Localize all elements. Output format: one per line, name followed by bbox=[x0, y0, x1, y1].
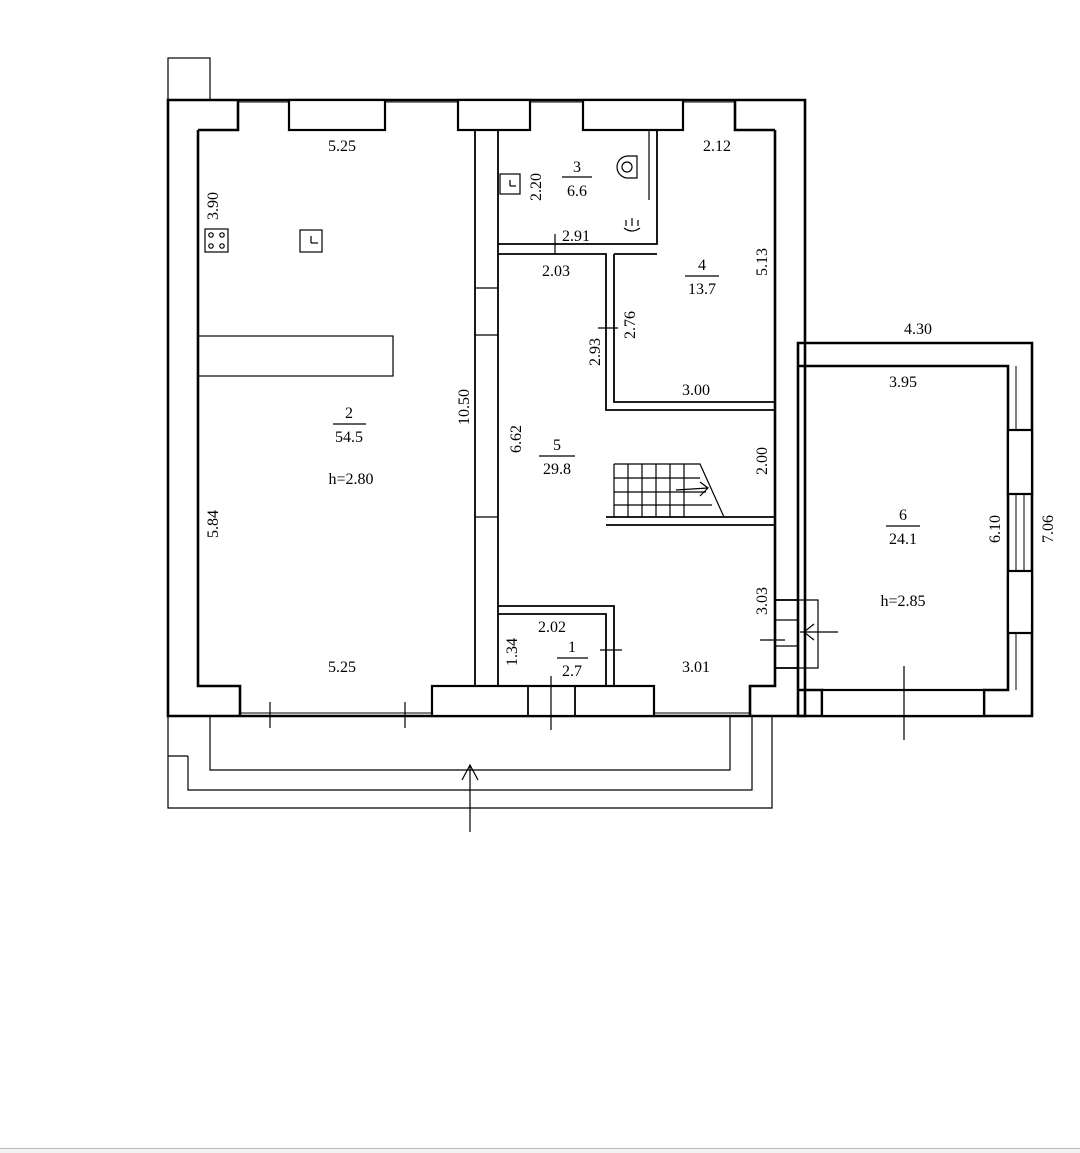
dim-corr-left: 2.93 bbox=[587, 338, 604, 366]
dim-corr-w: 2.03 bbox=[542, 263, 570, 280]
chimney bbox=[167, 57, 211, 101]
dim-r4-top: 2.12 bbox=[703, 138, 731, 155]
bottom-divider bbox=[0, 1148, 1080, 1153]
central-wall bbox=[474, 129, 499, 687]
room-4-number: 4 bbox=[698, 257, 706, 274]
dim-r5-left: 6.62 bbox=[508, 425, 525, 453]
main-outer-wall bbox=[166, 98, 807, 718]
kitchen-counter bbox=[197, 335, 394, 377]
room-2-label: 2 54.5 h=2.80 bbox=[328, 405, 373, 488]
room-6-label: 6 24.1 h=2.85 bbox=[880, 507, 925, 610]
room-2-area: 54.5 bbox=[335, 429, 363, 446]
bottom-piers bbox=[240, 684, 750, 718]
room-2-number: 2 bbox=[345, 405, 353, 422]
dim-r1-w: 2.02 bbox=[538, 619, 566, 636]
dim-r6-h: 6.10 bbox=[987, 515, 1004, 543]
stair bbox=[606, 463, 775, 526]
entrance-porch bbox=[167, 716, 773, 832]
room-5-number: 5 bbox=[553, 437, 561, 454]
dim-r6-inner-w: 3.95 bbox=[889, 374, 917, 391]
dim-r3-h: 2.20 bbox=[528, 173, 545, 201]
room-6-height: h=2.85 bbox=[880, 593, 925, 610]
room-3-number: 3 bbox=[573, 159, 581, 176]
dim-r2-left-upper: 3.90 bbox=[205, 192, 222, 220]
room-6-area: 24.1 bbox=[889, 531, 917, 548]
sink-icon bbox=[299, 229, 323, 253]
dim-r6-outer-w: 4.30 bbox=[904, 321, 932, 338]
room-6-number: 6 bbox=[899, 507, 907, 524]
dim-r4-bottom: 3.00 bbox=[682, 382, 710, 399]
door-marks bbox=[269, 327, 785, 730]
stove-icon bbox=[204, 228, 229, 253]
room-3-label: 3 6.6 bbox=[562, 159, 592, 200]
dim-r5-right: 2.00 bbox=[754, 447, 771, 475]
dim-r4-right: 5.13 bbox=[754, 248, 771, 276]
dim-r1-h: 1.34 bbox=[504, 638, 521, 666]
room-1-number: 1 bbox=[568, 639, 576, 656]
shower-icon bbox=[623, 218, 641, 232]
top-piers bbox=[287, 98, 685, 132]
room-4-label: 4 13.7 bbox=[685, 257, 719, 298]
dim-r5-bottom: 3.01 bbox=[682, 659, 710, 676]
washbasin-icon bbox=[499, 173, 521, 195]
room-4-area: 13.7 bbox=[688, 281, 716, 298]
dim-r2-top: 5.25 bbox=[328, 138, 356, 155]
dim-wall-total: 10.50 bbox=[456, 389, 473, 425]
room-1-label: 1 2.7 bbox=[557, 639, 588, 680]
room1-partitions bbox=[498, 605, 622, 686]
dim-r4-left: 2.76 bbox=[622, 311, 639, 339]
room-2-height: h=2.80 bbox=[328, 471, 373, 488]
dim-r3-w: 2.91 bbox=[562, 228, 590, 245]
dim-r5-right-lower: 3.03 bbox=[754, 587, 771, 615]
room-5-label: 5 29.8 bbox=[539, 437, 575, 478]
dim-r6-outer-h: 7.06 bbox=[1040, 515, 1057, 543]
bathroom-partitions bbox=[498, 130, 775, 411]
annex-wall bbox=[774, 341, 1034, 740]
room-5-area: 29.8 bbox=[543, 461, 571, 478]
room-3-area: 6.6 bbox=[567, 183, 587, 200]
room-1-area: 2.7 bbox=[562, 663, 582, 680]
toilet-icon bbox=[616, 155, 638, 179]
dim-r2-left-lower: 5.84 bbox=[205, 510, 222, 538]
dim-r2-bottom: 5.25 bbox=[328, 659, 356, 676]
